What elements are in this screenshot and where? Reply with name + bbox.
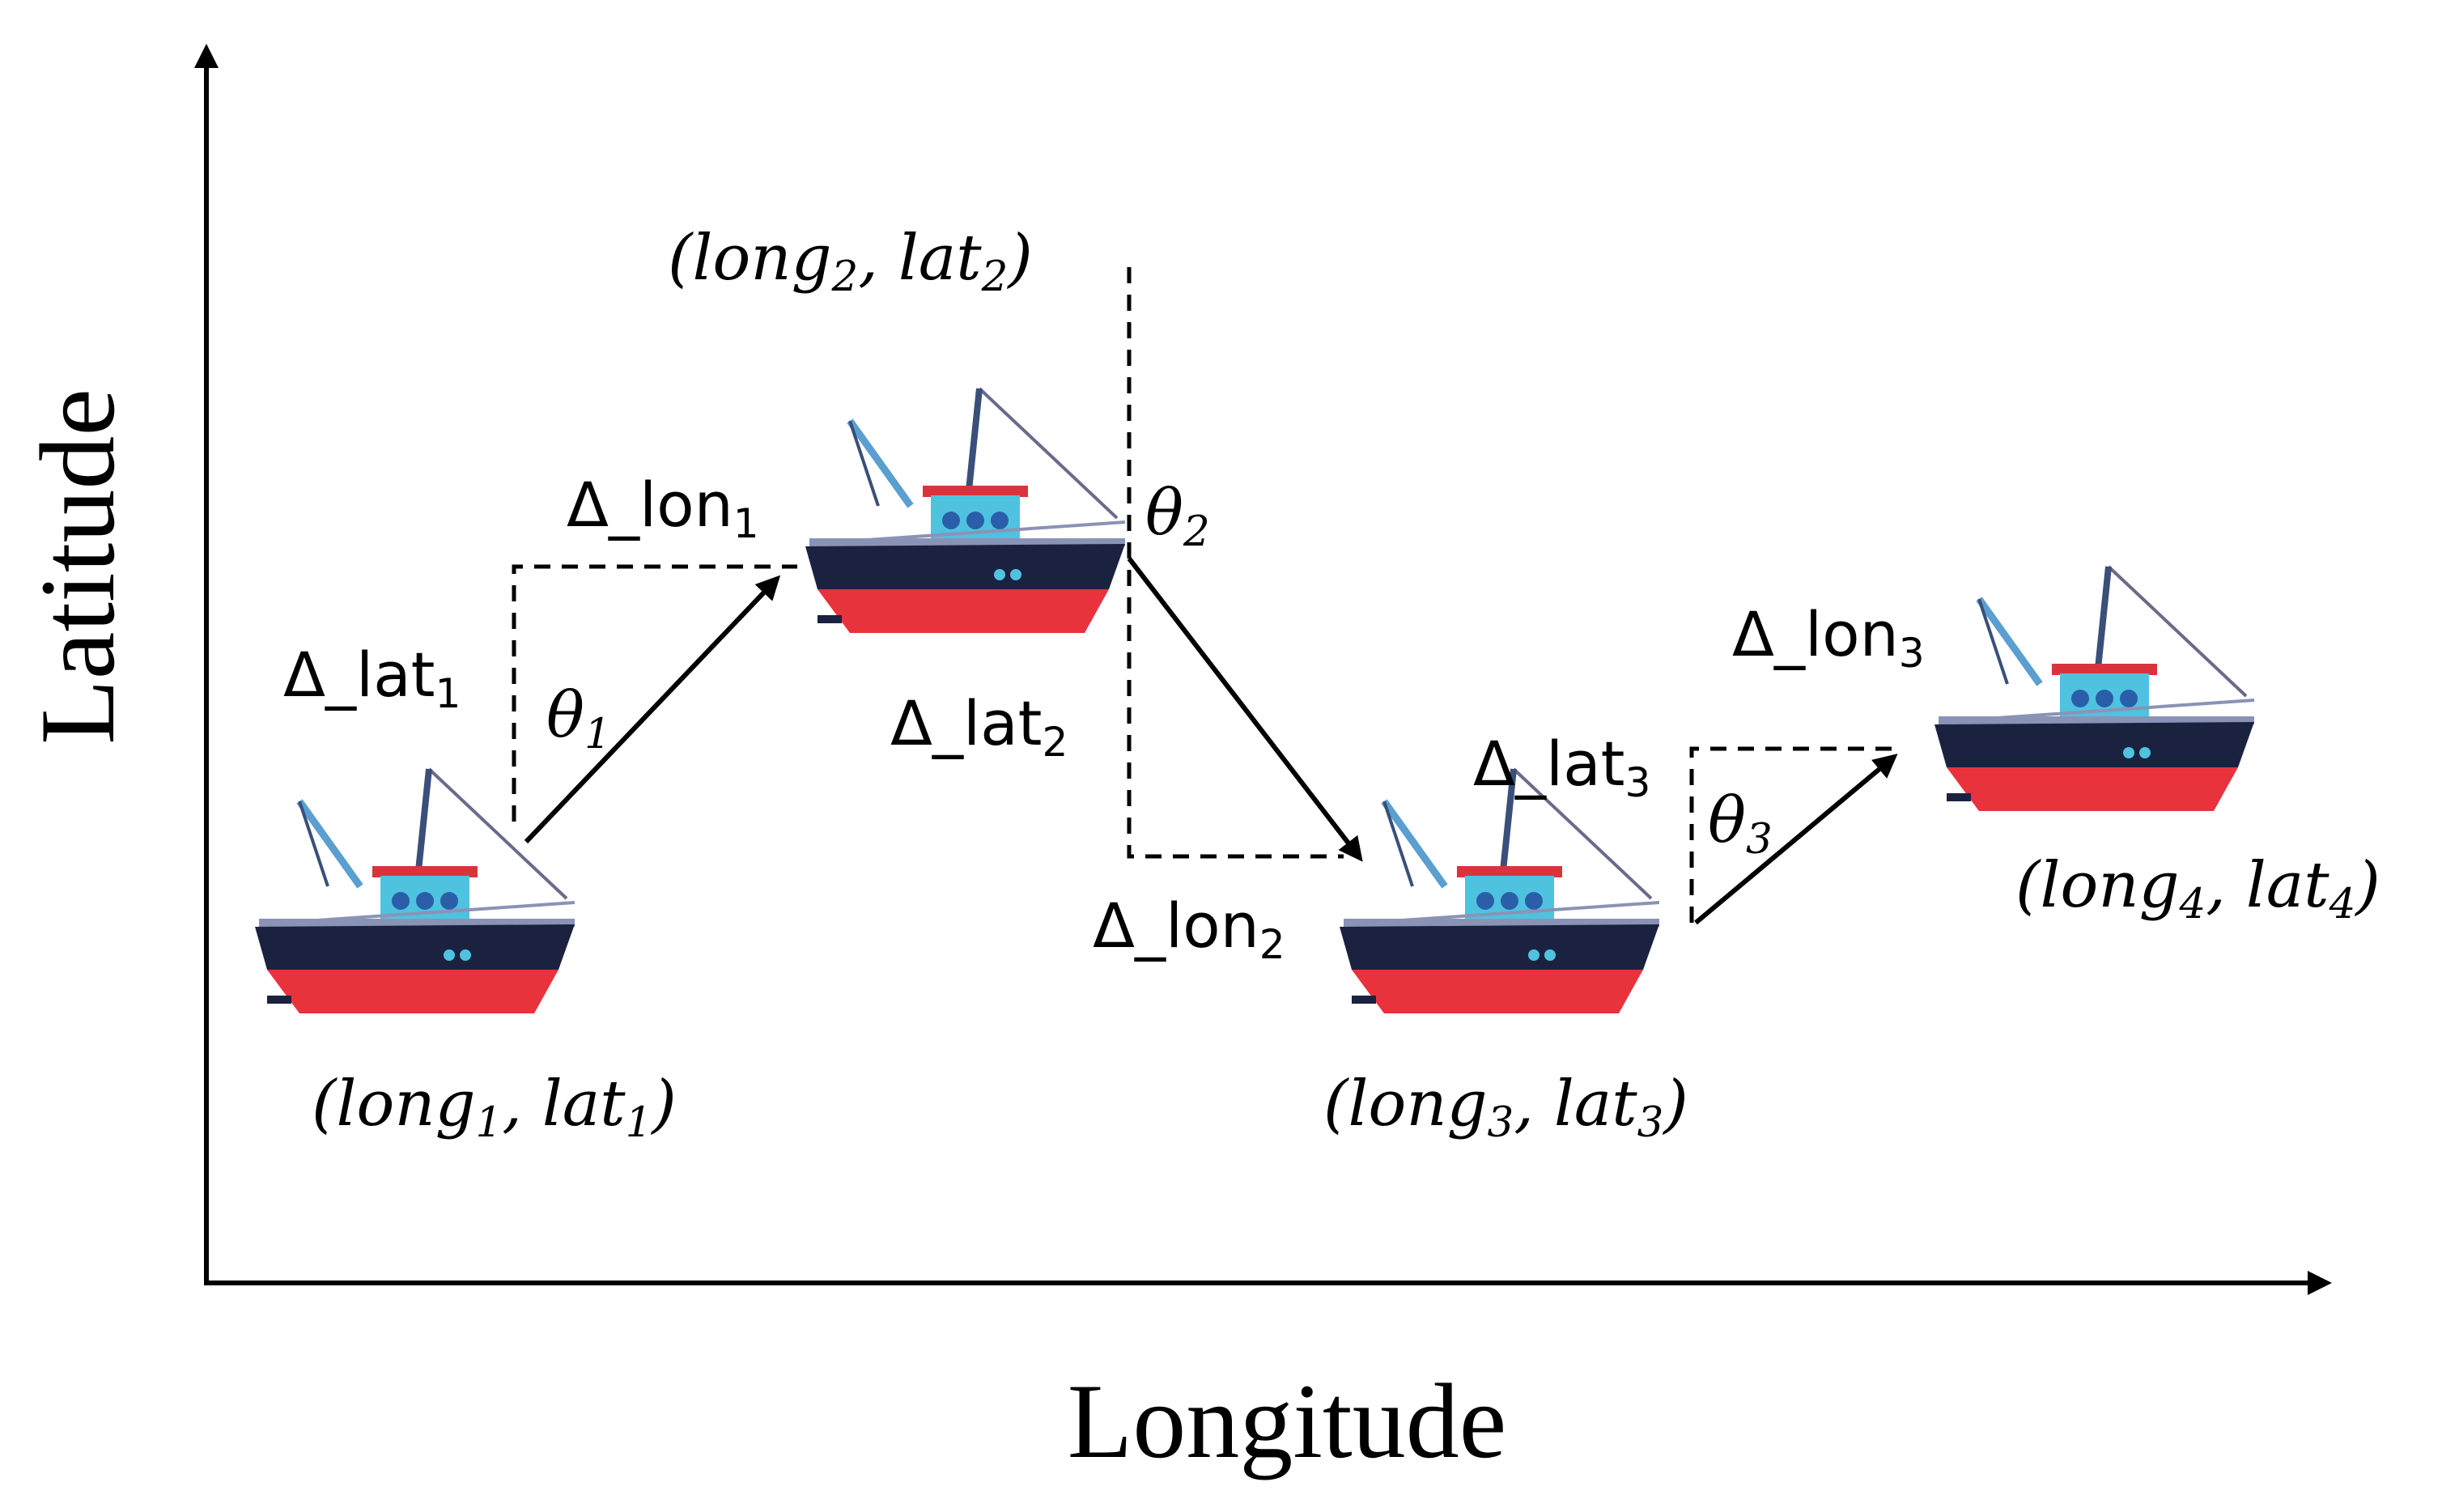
delta-box-2 — [1127, 267, 1344, 859]
boat-icon — [255, 769, 575, 1013]
delta-box-1 — [512, 564, 797, 822]
point-label-4: (long4, lat4) — [2015, 849, 2380, 928]
delta-lat-label-1: Δ_lat1 — [283, 639, 461, 717]
angle-label-3: θ3 — [1708, 784, 1773, 864]
x-axis-title: Longitude — [1068, 1361, 1507, 1480]
y-axis-title: Latitude — [18, 389, 137, 745]
delta-box-3 — [1689, 746, 1898, 923]
point-label-2: (long2, lat2) — [668, 222, 1033, 301]
delta-lon-label-3: Δ_lon3 — [1732, 598, 1925, 677]
point-label-1: (long1, lat1) — [312, 1068, 677, 1147]
boat-icon — [805, 389, 1125, 633]
movement-arrow-2 — [1127, 557, 1363, 862]
boat-icon — [1934, 567, 2254, 811]
angle-label-2: θ2 — [1145, 477, 1210, 556]
movement-arrow-3 — [1694, 754, 1898, 925]
movement-arrow-1 — [524, 575, 781, 844]
delta-lon-label-2: Δ_lon2 — [1093, 890, 1285, 968]
angle-label-1: θ1 — [546, 679, 611, 758]
boat-icon — [1340, 769, 1659, 1013]
delta-lat-label-2: Δ_lat2 — [890, 687, 1068, 766]
delta-lat-label-3: Δ_lat3 — [1473, 728, 1650, 806]
point-label-3: (long3, lat3) — [1323, 1068, 1688, 1147]
delta-lon-label-1: Δ_lon1 — [567, 469, 759, 547]
